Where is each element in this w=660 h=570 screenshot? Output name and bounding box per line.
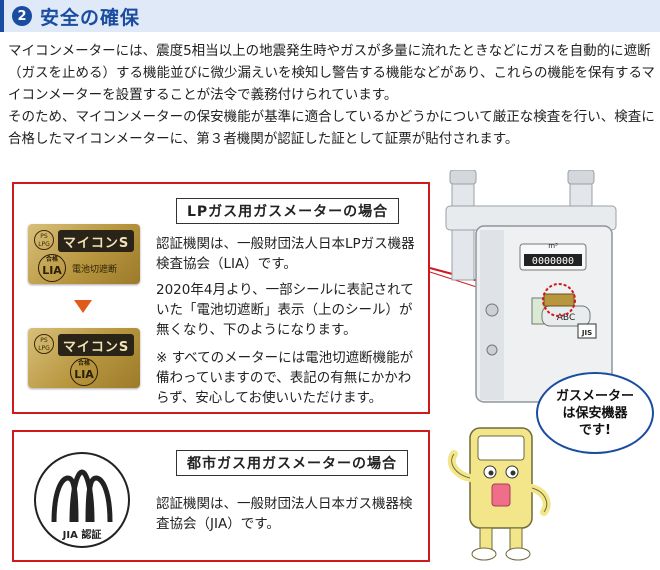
maicon-s-text: マイコンS [58,334,134,356]
lia-seal-big-text: LIA [42,264,62,277]
meter-abc-buttons: ABC [557,313,575,323]
bubble-line-1: ガスメーター [555,388,634,404]
meter-reading: 0000000 [532,256,574,267]
intro-paragraph-1: マイコンメーターには、震度5相当以上の地震発生時やガスが多量に流れたときなどにガ… [8,43,655,103]
lp-note-text: ※ すべてのメーターには電池切遮断機能が備わっていますので、表記の有無にかかわら… [156,350,414,406]
section-title: 安全の確保 [40,6,141,29]
jia-logo-label: JIA 認証 [62,528,102,541]
meter-unit: m³ [548,242,558,250]
meter-mascot-illustration [447,427,551,561]
city-certifier-text: 認証機関は、一般財団法人日本ガス機器検査協会（JIA）です。 [156,496,413,532]
maicon-s-text: マイコンS [58,230,134,252]
svg-text:JIS: JIS [581,329,592,337]
lp-change-text: 2020年4月より、一部シールに表記されていた「電池切遮断」表示（上のシール）が… [156,282,414,338]
intro-text: マイコンメーターには、震度5相当以上の地震発生時やガスが多量に流れたときなどにガ… [8,40,656,150]
battery-cutoff-text: 電池切遮断 [72,265,118,275]
lia-seal-small-text: 合格 [45,256,58,263]
lp-certifier-text: 認証機関は、一般財団法人日本LPガス機器検査協会（LIA）です。 [156,236,415,272]
lp-gas-box: LPガス用ガスメーターの場合 PS LPG マイコンS 合格 LIA 電池切遮断… [12,182,430,414]
ps-mark-icon: PS LPG [34,334,54,354]
intro-paragraph-2: そのため、マイコンメーターの保安機能が基準に適合しているかどうかについて厳正な検… [8,109,655,147]
ps-mark-icon: PS LPG [34,230,54,250]
city-gas-box: 都市ガス用ガスメーターの場合 JIA 認証 認証機関は、一般財団法人日本ガス機器… [12,430,430,562]
city-gas-box-title: 都市ガス用ガスメーターの場合 [176,450,408,476]
lp-gas-box-title: LPガス用ガスメーターの場合 [176,198,400,224]
section-header: 2 安全の確保 [0,0,660,32]
lia-seal-small-text: 合格 [77,360,90,367]
bubble-line-2: は保安機器 [562,405,628,421]
arrow-down-icon [74,300,92,313]
lia-seal-big-text: LIA [74,368,94,381]
lia-label-old: PS LPG マイコンS 合格 LIA 電池切遮断 [28,224,140,284]
speech-bubble: ガスメーター は保安機器 です! [536,372,654,454]
section-number-badge: 2 [12,6,32,26]
lia-label-new: PS LPG マイコンS 合格 LIA [28,328,140,388]
jia-logo-icon: JIA 認証 [34,452,130,548]
lia-seal-icon: 合格 LIA [70,358,98,386]
gas-meter-illustration: m³ 0000000 ABC JIS [445,170,617,403]
bubble-line-3: です! [579,422,611,438]
lia-seal-icon: 合格 LIA [38,254,66,282]
